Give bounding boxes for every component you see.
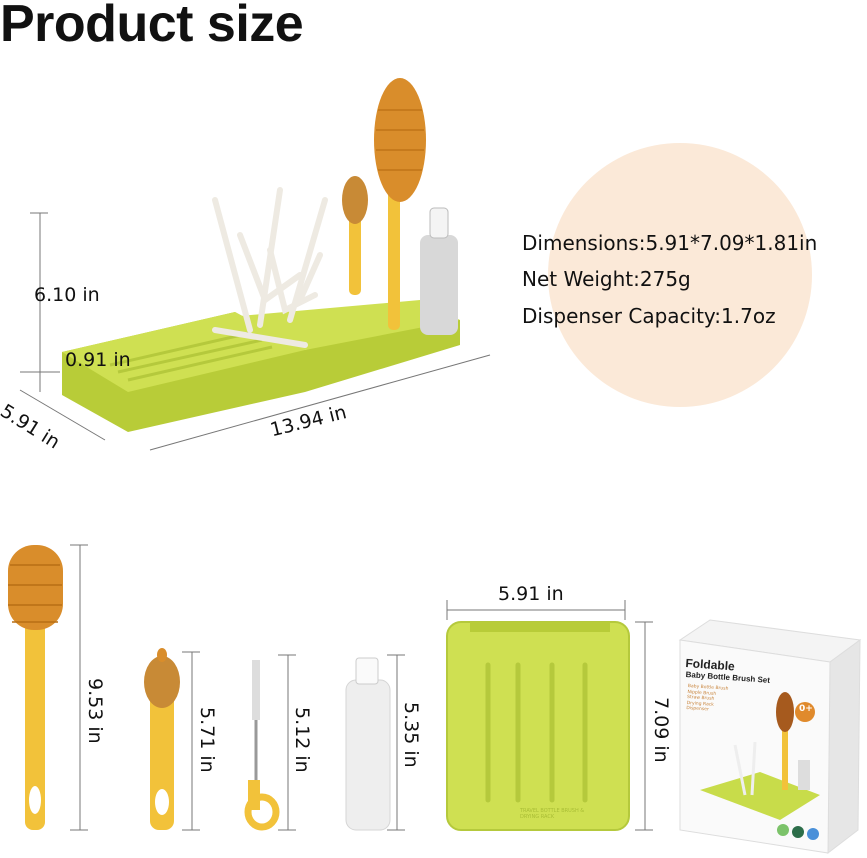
nipple-brush: [144, 648, 180, 830]
dispenser: [345, 657, 391, 831]
age-badge: [795, 702, 815, 722]
spec-dimensions: Dimensions:5.91*7.09*1.81in: [522, 231, 818, 255]
page-title: Product size: [0, 0, 304, 53]
spec-dispenser-capacity: Dispenser Capacity:1.7oz: [522, 304, 776, 328]
box-item-list: Baby Bottle Brush Nipple Brush Straw Bru…: [686, 684, 728, 714]
right-tray-side: [305, 318, 460, 392]
assembled-dimension-lines: [19, 212, 491, 451]
height-label: 6.10 in: [34, 284, 100, 306]
standing-bottle-brush-head: [374, 78, 426, 202]
dispenser-length: 5.35 in: [400, 702, 422, 768]
straw-brush-length: 5.12 in: [291, 707, 313, 773]
standing-bottle-brush-handle: [388, 190, 400, 330]
bottle-brush: [8, 545, 63, 830]
spec-net-weight: Net Weight:275g: [522, 267, 691, 291]
straw-brush: [244, 660, 280, 831]
case-height-label: 7.09 in: [650, 697, 672, 763]
age-badge-text: 0+: [799, 704, 813, 714]
spec-background-circle: [548, 143, 812, 407]
assembled-drying-rack: [62, 78, 460, 432]
standing-nipple-brush: [349, 215, 361, 295]
package-box: [678, 619, 862, 855]
nipple-brush-length: 5.71 in: [196, 707, 218, 773]
bottle-brush-length: 9.53 in: [84, 678, 106, 744]
standing-dispenser: [420, 235, 458, 335]
folded-case: [446, 621, 630, 831]
rack-prongs: [212, 187, 328, 348]
case-width-label: 5.91 in: [498, 583, 564, 605]
case-embossed-text: TRAVEL BOTTLE BRUSH & DRYING RACK: [520, 808, 585, 820]
component-dimension-lines: [70, 544, 653, 831]
base-height-label: 0.91 in: [65, 349, 131, 371]
